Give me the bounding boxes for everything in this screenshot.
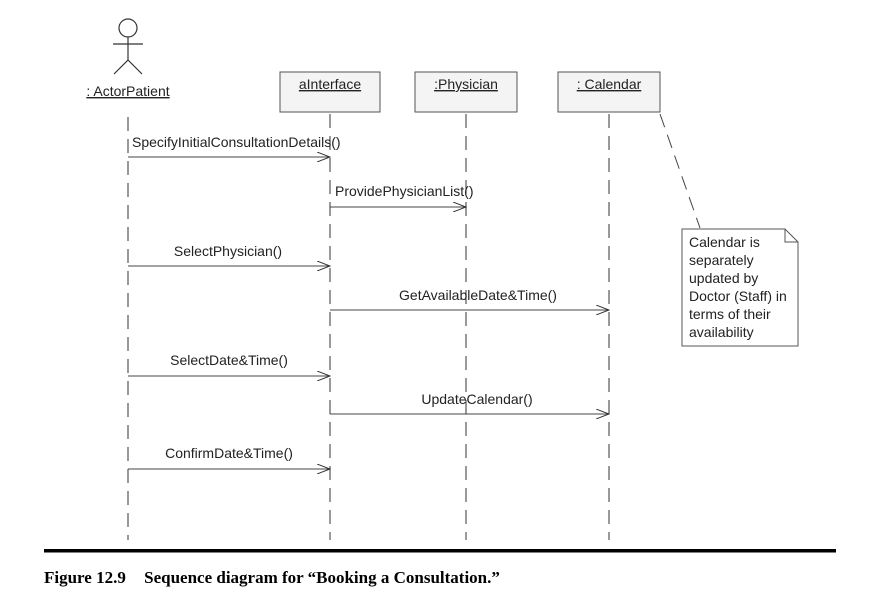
object-label-interface: aInterface <box>299 76 361 92</box>
calendar-note: Calendar is separately updated by Doctor… <box>681 228 799 347</box>
message-specify-initial-details: SpecifyInitialConsultationDetails() <box>128 134 341 157</box>
figure-number: Figure 12.9 <box>44 568 126 587</box>
message-label: ProvidePhysicianList() <box>335 183 474 199</box>
object-box-interface: aInterface <box>279 71 381 113</box>
figure-caption: Figure 12.9 Sequence diagram for “Bookin… <box>44 568 500 587</box>
message-label: GetAvailableDate&Time() <box>399 287 557 303</box>
message-provide-physician-list: ProvidePhysicianList() <box>330 183 474 207</box>
message-label: SelectDate&Time() <box>170 352 288 368</box>
message-select-physician: SelectPhysician() <box>128 243 330 266</box>
note-line: Doctor (Staff) in <box>689 288 787 304</box>
note-line: updated by <box>689 270 758 286</box>
note-line: separately <box>689 252 754 268</box>
note-line: terms of their <box>689 306 771 322</box>
message-confirm-date-time: ConfirmDate&Time() <box>128 445 330 469</box>
object-box-physician: :Physician <box>414 71 518 113</box>
object-label-physician: :Physician <box>434 76 498 92</box>
actor-label: : ActorPatient <box>86 83 169 99</box>
note-connector <box>659 113 701 229</box>
note-line: Calendar is <box>689 234 760 250</box>
object-label-calendar: : Calendar <box>577 76 642 92</box>
note-text: Calendar is separately updated by Doctor… <box>689 234 791 340</box>
message-select-date-time: SelectDate&Time() <box>128 352 330 376</box>
message-get-available-date-time: GetAvailableDate&Time() <box>330 287 609 310</box>
caption-rule <box>44 549 836 553</box>
message-label: SpecifyInitialConsultationDetails() <box>132 134 341 150</box>
figure-title: Sequence diagram for “Booking a Consulta… <box>144 568 500 587</box>
object-box-calendar: : Calendar <box>557 71 661 113</box>
message-label: SelectPhysician() <box>174 243 282 259</box>
message-update-calendar: UpdateCalendar() <box>330 391 609 414</box>
message-label: ConfirmDate&Time() <box>165 445 293 461</box>
message-label: UpdateCalendar() <box>421 391 532 407</box>
note-line: availability <box>689 324 754 340</box>
actor-figure-icon <box>113 18 143 75</box>
